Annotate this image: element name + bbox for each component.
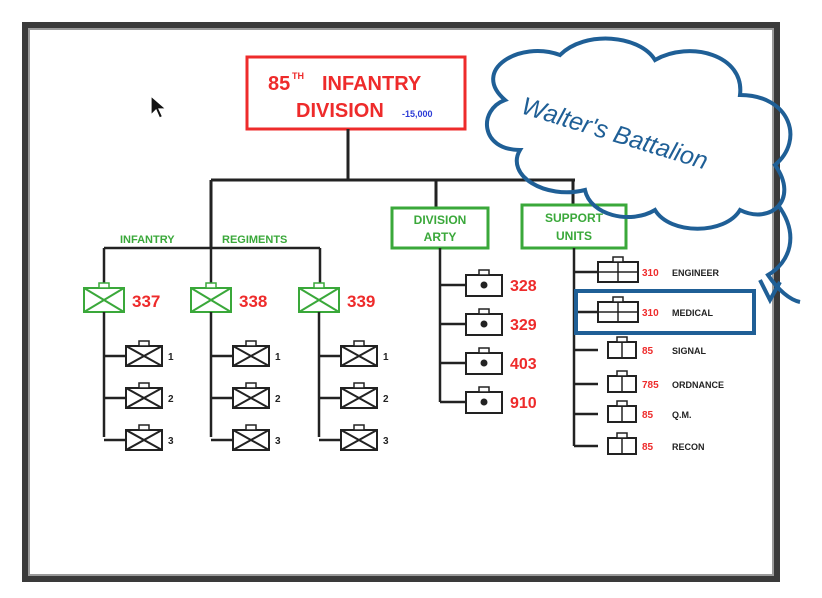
battalion-icon (232, 424, 270, 451)
regiment-number: 337 (132, 292, 160, 311)
regiment-icon-338 (190, 282, 232, 313)
artillery-unit-number: 403 (510, 356, 537, 373)
support-unit-name: Q.M. (672, 410, 692, 420)
support-units-line2: UNITS (556, 229, 592, 243)
division-number: 85 (268, 73, 290, 95)
support-unit-name: ENGINEER (672, 268, 720, 278)
artillery-icon (465, 386, 503, 414)
mouse-pointer-icon (150, 95, 168, 119)
battalion-number: 1 (275, 352, 281, 363)
infantry-label: INFANTRY (120, 234, 175, 246)
battalion-number: 1 (383, 352, 389, 363)
artillery-unit-number: 329 (510, 317, 537, 334)
support-unit-number: 85 (642, 410, 654, 421)
battalion-number: 3 (275, 436, 281, 447)
support-unit-name: MEDICAL (672, 308, 713, 318)
regiment-number: 338 (239, 292, 267, 311)
support-unit-name: SIGNAL (672, 346, 707, 356)
artillery-icon (465, 269, 503, 297)
artillery-unit-number: 910 (510, 395, 537, 412)
regiments-label: REGIMENTS (222, 234, 287, 246)
regiment-icon-337 (83, 282, 125, 313)
signal-icon (607, 336, 637, 359)
division-number-suffix: TH (292, 71, 304, 81)
division-box (245, 55, 467, 131)
division-title-line1: INFANTRY (322, 73, 422, 95)
battalion-number: 2 (383, 394, 389, 405)
support-unit-name: RECON (672, 442, 705, 452)
battalion-number: 2 (275, 394, 281, 405)
battalion-number: 1 (168, 352, 174, 363)
regiment-number: 339 (347, 292, 375, 311)
battalion-number: 2 (168, 394, 174, 405)
battalion-number: 3 (383, 436, 389, 447)
artillery-icon (465, 347, 503, 375)
division-title-line2: DIVISION (296, 100, 384, 122)
regiment-icon-339 (298, 282, 340, 313)
quartermaster-icon (607, 400, 637, 423)
battalion-icon (232, 382, 270, 409)
battalion-icon (232, 340, 270, 367)
division-arty-line2: ARTY (424, 230, 457, 244)
support-unit-number: 85 (642, 442, 654, 453)
support-unit-number: 310 (642, 268, 659, 279)
division-strength: -15,000 (402, 109, 433, 119)
artillery-icon (465, 308, 503, 336)
division-arty-line1: DIVISION (414, 213, 467, 227)
support-unit-number: 785 (642, 380, 659, 391)
medical-icon (597, 296, 639, 323)
support-units-line1: SUPPORT (545, 211, 604, 225)
recon-icon (607, 432, 637, 455)
battalion-icon (340, 424, 378, 451)
annotation-cloud (485, 36, 793, 231)
artillery-units: 328 329 403 910 (438, 248, 537, 414)
battalion-icon (125, 340, 163, 367)
support-unit-name: ORDNANCE (672, 380, 724, 390)
medical-highlight-box (574, 289, 756, 335)
support-unit-number: 310 (642, 308, 659, 319)
engineer-icon (597, 256, 639, 283)
battalion-number: 3 (168, 436, 174, 447)
support-unit-number: 85 (642, 346, 654, 357)
annotation-arrowhead (758, 279, 782, 305)
infantry-regiments: 337 1 2 3 338 1 2 3 339 1 2 3 (83, 282, 389, 451)
artillery-unit-number: 328 (510, 278, 537, 295)
battalion-icon (340, 340, 378, 367)
infantry-connectors (102, 246, 322, 286)
annotation-pointer (765, 203, 801, 304)
ordnance-icon (607, 370, 637, 393)
annotation-text: Walter's Battalion (518, 92, 711, 175)
battalion-icon (125, 424, 163, 451)
battalion-icon (340, 382, 378, 409)
battalion-icon (125, 382, 163, 409)
